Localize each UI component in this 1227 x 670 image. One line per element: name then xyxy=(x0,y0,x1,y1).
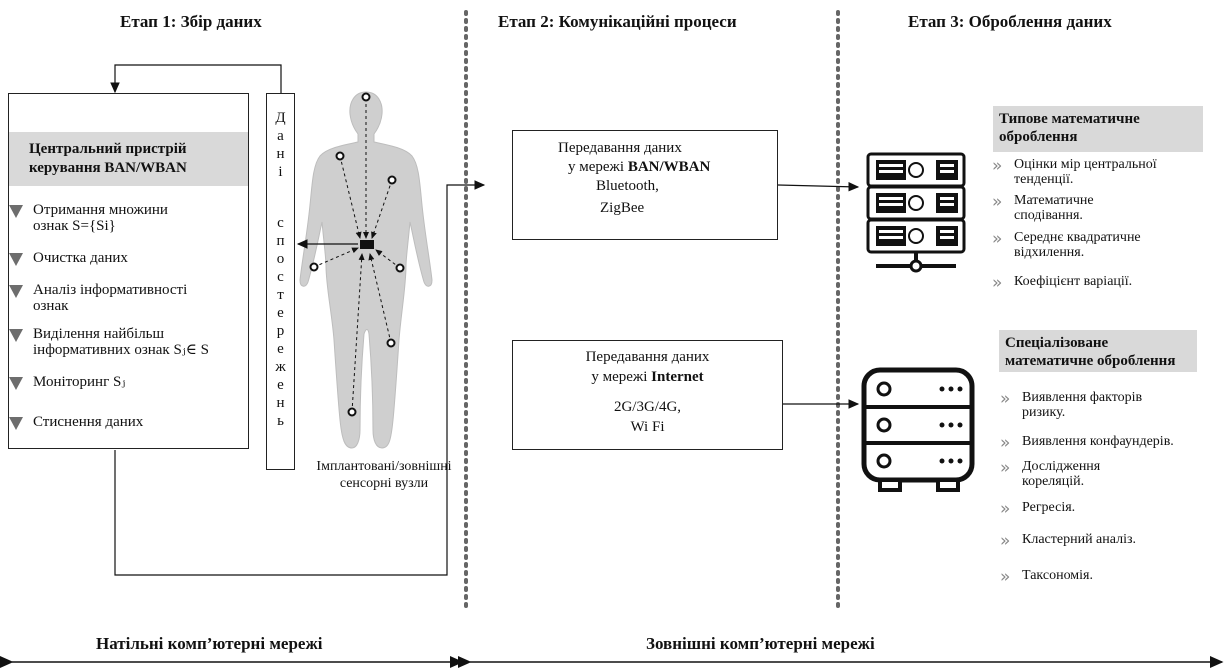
vertical-letter: р xyxy=(276,323,285,339)
vertical-letter: і xyxy=(278,164,283,180)
ban-network-name: BAN/WBAN xyxy=(627,159,711,175)
special-title-line2: математичне оброблення xyxy=(1005,353,1176,369)
typical-title-line2: оброблення xyxy=(999,129,1078,145)
ban-transfer-box: Передавання даних у мережі BAN/WBAN Blue… xyxy=(512,130,778,240)
ban-line1: Передавання даних xyxy=(558,140,682,156)
vertical-letter: ж xyxy=(275,359,286,375)
internet-line2-prefix: у мережі xyxy=(591,369,652,385)
external-networks-label: Зовнішні комп’ютерні мережі xyxy=(646,634,875,653)
ban-line3: Bluetooth, xyxy=(596,178,659,194)
ban-line4: ZigBee xyxy=(600,200,645,216)
internet-network-name: Internet xyxy=(651,369,704,385)
chevron-icon: » xyxy=(1000,458,1011,478)
chevron-icon: » xyxy=(992,192,1003,212)
step-line: Аналіз інформативності xyxy=(33,282,188,298)
human-body-icon xyxy=(296,91,433,449)
triangle-bullet-icon xyxy=(9,205,23,218)
chevron-icon: » xyxy=(1000,389,1011,409)
stage-1-title: Етап 1: Збір даних xyxy=(120,12,262,31)
typical-title-line1: Типове математичне xyxy=(999,111,1140,127)
vertical-letter: с xyxy=(277,269,284,285)
internet-line3: 2G/3G/4G, xyxy=(613,399,682,415)
vertical-letter: п xyxy=(276,233,285,249)
step-line: ознак xyxy=(33,298,69,314)
chevron-icon: » xyxy=(992,273,1003,293)
step-line: Моніторинг Sⱼ xyxy=(33,374,126,390)
step-line: Очистка даних xyxy=(33,250,128,266)
caption-line: сенсорні вузли xyxy=(339,476,429,491)
chevron-icon: » xyxy=(1000,567,1011,587)
chevron-icon: » xyxy=(992,156,1003,176)
vertical-letter: е xyxy=(277,377,284,393)
triangle-bullet-icon xyxy=(9,377,23,390)
vertical-letter: т xyxy=(277,287,284,303)
central-device-box: Центральний пристрій керування BAN/WBAN … xyxy=(8,93,249,449)
step-line: Виділення найбільш xyxy=(33,326,165,342)
special-processing-title: Спеціалізоване математичне оброблення xyxy=(999,330,1197,372)
step-line: Стиснення даних xyxy=(33,414,144,430)
triangle-bullet-icon xyxy=(9,417,23,430)
body-networks-label: Натільні комп’ютерні мережі xyxy=(96,634,323,653)
triangle-bullet-icon xyxy=(9,285,23,298)
stage-2-title: Етап 2: Комунікаційні процеси xyxy=(498,12,737,31)
typical-processing-title: Типове математичне оброблення xyxy=(993,106,1203,152)
vertical-letter: Д xyxy=(275,110,286,126)
server-rack-icon xyxy=(866,152,966,273)
chevron-icon: » xyxy=(1000,499,1011,519)
sensor-nodes-caption: Імплантовані/зовнішні сенсорні вузли xyxy=(300,458,468,492)
internet-line4: Wi Fi xyxy=(630,419,665,435)
internet-transfer-box: Передавання даних у мережі Internet 2G/3… xyxy=(512,340,783,450)
vertical-letter: а xyxy=(277,128,284,144)
special-title-line1: Спеціалізоване xyxy=(1005,335,1109,351)
transfer-arrow xyxy=(114,180,486,576)
chevron-icon: » xyxy=(992,229,1003,249)
internet-line1: Передавання даних xyxy=(585,349,710,365)
vertical-letter: н xyxy=(276,146,285,162)
step-line: Отримання множини xyxy=(33,202,168,218)
chevron-icon: » xyxy=(1000,531,1011,551)
feedback-arrow xyxy=(110,64,282,94)
step-line: інформативних ознак Sⱼ∈ S xyxy=(33,342,209,358)
caption-line: Імплантовані/зовнішні xyxy=(316,459,452,474)
vertical-letter: е xyxy=(277,305,284,321)
stage-3-title: Етап 3: Оброблення даних xyxy=(908,12,1112,31)
vertical-letter: е xyxy=(277,341,284,357)
arrow-to-typical xyxy=(777,181,860,192)
ban-line2-prefix: у мережі xyxy=(568,159,628,175)
step-line: ознак S={Si} xyxy=(33,218,116,234)
triangle-bullet-icon xyxy=(9,329,23,342)
vertical-letter: с xyxy=(277,215,284,231)
chevron-icon: » xyxy=(1000,433,1011,453)
server-box-icon xyxy=(861,367,975,492)
vertical-letter: н xyxy=(276,395,285,411)
central-device-title: Центральний пристрій керування BAN/WBAN xyxy=(9,132,248,186)
triangle-bullet-icon xyxy=(9,253,23,266)
central-title-line1: Центральний пристрій xyxy=(29,141,187,157)
observations-data-box: Д а н і с п о с т е р е ж е н ь xyxy=(266,93,295,470)
central-title-line2: керування BAN/WBAN xyxy=(29,160,187,176)
vertical-letter: о xyxy=(276,251,285,267)
vertical-letter: ь xyxy=(277,413,284,429)
